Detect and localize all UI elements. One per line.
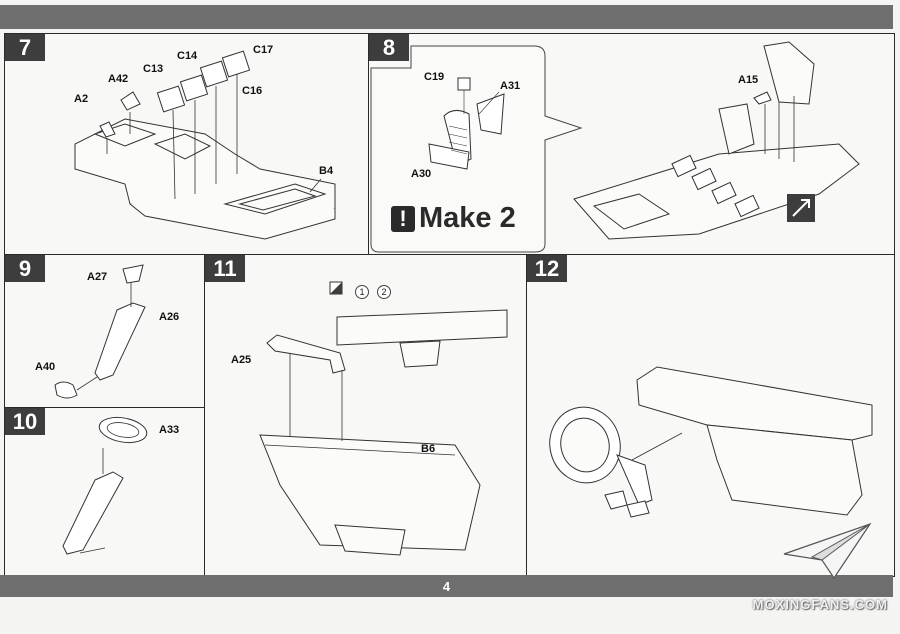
part-label-b6: B6 [421,443,436,455]
step-11-number: 11 [205,255,245,282]
step-12-panel: 12 [526,254,895,577]
footer-band: 4 [0,575,893,597]
make-2-note: ! Make 2 [391,202,516,235]
steering-column-drawing [5,255,205,408]
header-band [0,5,893,29]
step-12-number: 12 [527,255,567,282]
page-number: 4 [442,578,451,594]
part-label-c13: C13 [143,63,164,75]
make-2-text: Make 2 [419,202,516,234]
callout-circle-1: 1 [355,285,369,299]
step-7-number: 7 [5,34,45,61]
floor-pan-drawing [5,34,369,255]
watermark: MOXINGFANS.COM [752,597,888,612]
subassembly-bubble [370,45,583,253]
step-11-panel: 11 1 2 A25 B6 [204,254,528,577]
final-dashboard-drawing [527,255,894,576]
part-label-c17: C17 [253,44,274,56]
step-8-number: 8 [369,34,409,61]
part-label-a2: A2 [74,93,89,105]
part-label-a30: A30 [411,168,432,180]
step-9-panel: 9 A27 A26 A40 [4,254,206,409]
step-10-panel: 10 A33 [4,407,206,577]
part-label-a25: A25 [231,354,252,366]
part-label-a15: A15 [738,74,759,86]
part-label-a42: A42 [108,73,129,85]
part-label-a27: A27 [87,271,108,283]
step-7-panel: 7 A2 A42 C13 C14 C17 [4,33,370,256]
part-label-b4: B4 [319,165,334,177]
step-10-number: 10 [5,408,45,435]
steering-wheel-drawing [5,408,205,576]
paper-plane-logo-icon [783,522,872,580]
step-9-number: 9 [5,255,45,282]
caution-icon: ! [391,205,415,232]
callout-circle-2: 2 [377,285,391,299]
seat-subassembly-drawing [369,34,894,255]
dashboard-assembly-drawing [205,255,527,576]
part-label-c16: C16 [242,85,263,97]
part-label-a31: A31 [500,80,521,92]
part-label-a33: A33 [159,424,180,436]
part-label-a26: A26 [159,311,180,323]
part-label-a40: A40 [35,361,56,373]
part-label-c19: C19 [424,71,445,83]
part-label-c14: C14 [177,50,198,62]
step-8-panel: 8 ! Make 2 [368,33,895,256]
